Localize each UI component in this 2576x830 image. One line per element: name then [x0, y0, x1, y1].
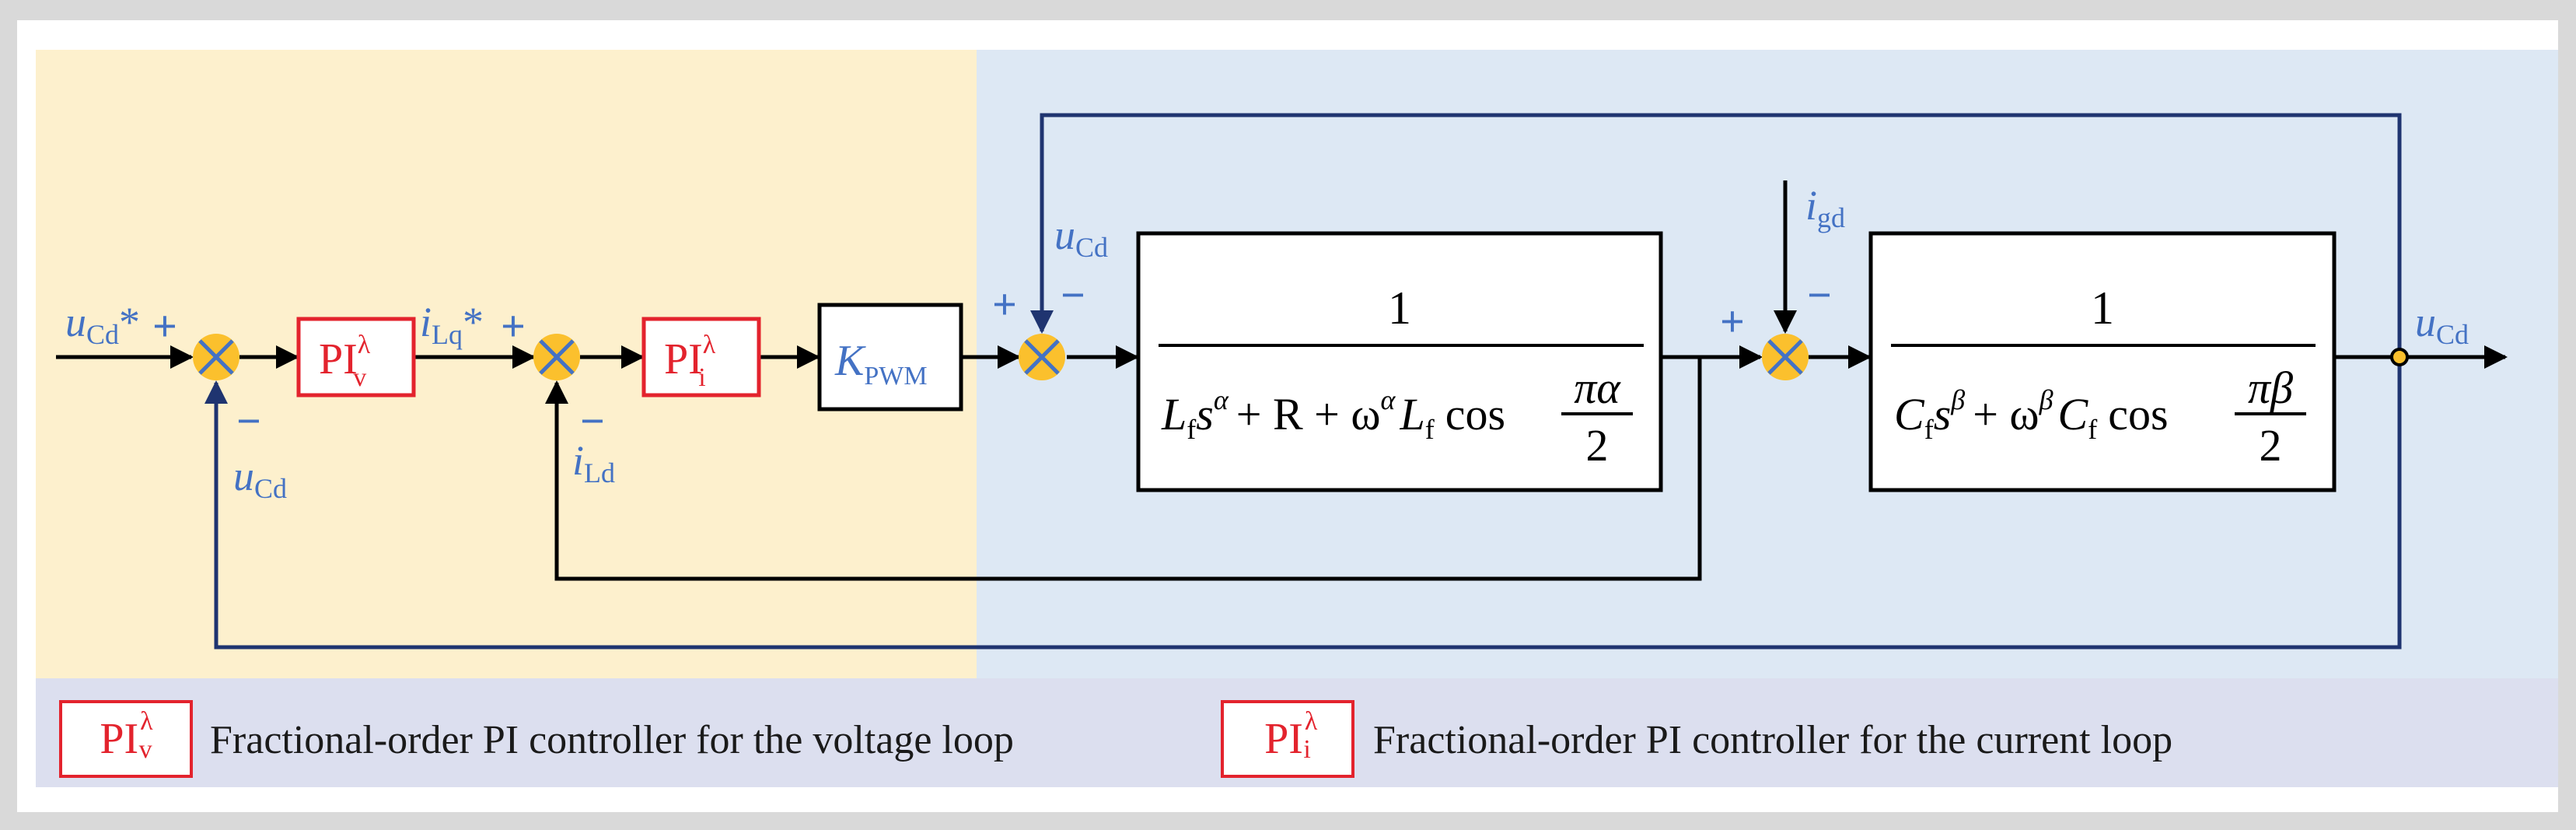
label-ucd-ref-var: u — [65, 299, 86, 345]
summer-3 — [1019, 334, 1065, 380]
plant-c-den-f: f — [1924, 414, 1934, 445]
pi-v-block — [296, 317, 416, 397]
pi-i-sub: i — [698, 363, 705, 392]
output-takeoff-node — [2390, 348, 2409, 366]
label-ilq-ref-var: i — [420, 299, 432, 345]
plant-c-frac-num: πβ — [2248, 362, 2293, 413]
svg-text:uCd*: uCd* — [65, 299, 140, 350]
summer-1 — [193, 334, 239, 380]
sign-s4-minus: − — [1807, 271, 1832, 320]
plant-l-den-l2: L — [1399, 389, 1424, 440]
plant-c-den-f2: f — [2088, 414, 2097, 445]
label-ucd-top-var: u — [1054, 212, 1075, 258]
legend-pi-i-sub: i — [1303, 735, 1311, 764]
plant-c-den-c2: C — [2058, 389, 2089, 440]
sign-s1-plus: + — [152, 303, 177, 351]
kpwm-block — [817, 303, 963, 411]
kpwm-main: K — [834, 337, 866, 385]
pi-i-sup: λ — [703, 331, 716, 359]
pi-v-main: PI — [319, 335, 358, 383]
plant-c-numerator: 1 — [2091, 282, 2114, 334]
sign-s3-minus: − — [1061, 271, 1085, 320]
label-ilq-ref-sub: Lq — [432, 319, 463, 350]
legend-pi-i-text: Fractional-order PI controller for the c… — [1373, 718, 2173, 762]
label-ucd-ref-mark: * — [119, 299, 140, 345]
pi-v-sup: λ — [358, 331, 371, 359]
sign-s4-plus: + — [1720, 298, 1745, 346]
svg-text:igd: igd — [1805, 182, 1845, 233]
svg-text:iLd: iLd — [572, 437, 615, 489]
label-ild-var: i — [572, 437, 584, 484]
kpwm-sub: PWM — [864, 362, 927, 390]
label-ucd-fb-var: u — [233, 453, 254, 499]
svg-text:iLq*: iLq* — [420, 299, 484, 350]
plant-l-frac-num: πα — [1574, 362, 1621, 413]
label-ucd-ref-sub: Cd — [86, 319, 119, 350]
summer-4 — [1762, 334, 1809, 380]
label-ild-sub: Ld — [584, 457, 615, 489]
plant-l-numerator: 1 — [1388, 282, 1411, 334]
plant-l-block — [1136, 231, 1663, 492]
svg-text:uCd: uCd — [1054, 212, 1108, 263]
label-ucd-fb-sub: Cd — [254, 473, 287, 504]
label-ucd-out-sub: Cd — [2436, 319, 2469, 350]
plant-l-frac-den: 2 — [1586, 420, 1609, 471]
plant-l-den-alpha2: α — [1381, 384, 1396, 415]
plant-l-den-f: f — [1187, 414, 1196, 445]
sign-s2-minus: − — [580, 397, 605, 446]
plant-c-den-cos: cos — [2108, 389, 2168, 440]
legend-pi-v-text: Fractional-order PI controller for the v… — [210, 718, 1014, 762]
svg-text:KPWM: KPWM — [834, 337, 928, 390]
plant-l-den-s: s — [1196, 389, 1214, 440]
label-ilq-ref-mark: * — [463, 299, 484, 345]
sign-s1-minus: − — [236, 397, 261, 446]
plant-c-block — [1868, 231, 2337, 492]
svg-text:uCd: uCd — [233, 453, 287, 504]
plant-l-den-alpha: α — [1214, 384, 1229, 415]
sign-s2-plus: + — [501, 303, 526, 351]
legend-pi-i-sup: λ — [1304, 707, 1318, 736]
wire-ucd-top-loop — [1030, 113, 2402, 357]
plant-l-den-cos: cos — [1445, 389, 1505, 440]
plant-c-den-c: C — [1894, 389, 1925, 440]
legend-pi-i-main: PI — [1264, 715, 1303, 763]
label-igd-var: i — [1805, 182, 1817, 229]
plant-l-den-mid: + R + ω — [1236, 389, 1381, 440]
label-ucd-top-sub: Cd — [1075, 232, 1108, 263]
plant-c-den-beta: β — [1950, 384, 1965, 415]
label-ucd-out-var: u — [2415, 299, 2436, 345]
legend-pi-v-main: PI — [100, 715, 139, 763]
plant-c-den-mid: + ω — [1973, 389, 2039, 440]
legend-pi-v-sub: v — [138, 735, 152, 764]
sign-s3-plus: + — [992, 281, 1017, 329]
wire-ild-feedback — [545, 357, 1702, 581]
svg-text:uCd: uCd — [2415, 299, 2469, 350]
pi-v-sub: v — [353, 363, 366, 392]
plant-l-den-l: L — [1161, 389, 1187, 440]
summer-2 — [533, 334, 580, 380]
plant-c-den-beta2: β — [2039, 384, 2053, 415]
legend-pi-v-sup: λ — [140, 707, 153, 736]
label-igd-sub: gd — [1817, 202, 1845, 233]
plant-c-den-s: s — [1934, 389, 1952, 440]
wire-ucd-bottom-loop — [204, 357, 2402, 650]
pi-i-block — [641, 317, 761, 397]
pi-i-main: PI — [664, 335, 703, 383]
plant-c-frac-den: 2 — [2260, 420, 2282, 471]
plant-l-den-f2: f — [1425, 414, 1435, 445]
